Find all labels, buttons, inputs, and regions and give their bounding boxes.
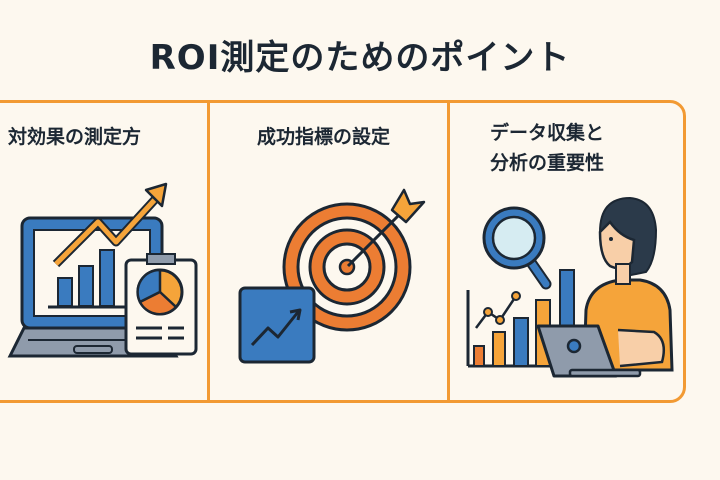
page-title: ROI測定のためのポイント xyxy=(149,38,571,78)
card-heading-line-2: 分析の重要性 xyxy=(490,152,605,174)
person-analyzing-data-icon xyxy=(466,196,674,378)
card-divider xyxy=(447,100,450,403)
card-heading: 対効果の測定方 xyxy=(8,126,142,148)
laptop-growth-chart-icon xyxy=(7,182,198,358)
card-heading-line-1: データ収集と xyxy=(490,122,605,144)
card-divider xyxy=(207,100,210,403)
cards-frame xyxy=(0,100,686,403)
card-heading: 成功指標の設定 xyxy=(257,126,391,148)
target-arrow-icon xyxy=(238,188,426,364)
card-heading: データ収集と 分析の重要性 xyxy=(490,118,604,178)
